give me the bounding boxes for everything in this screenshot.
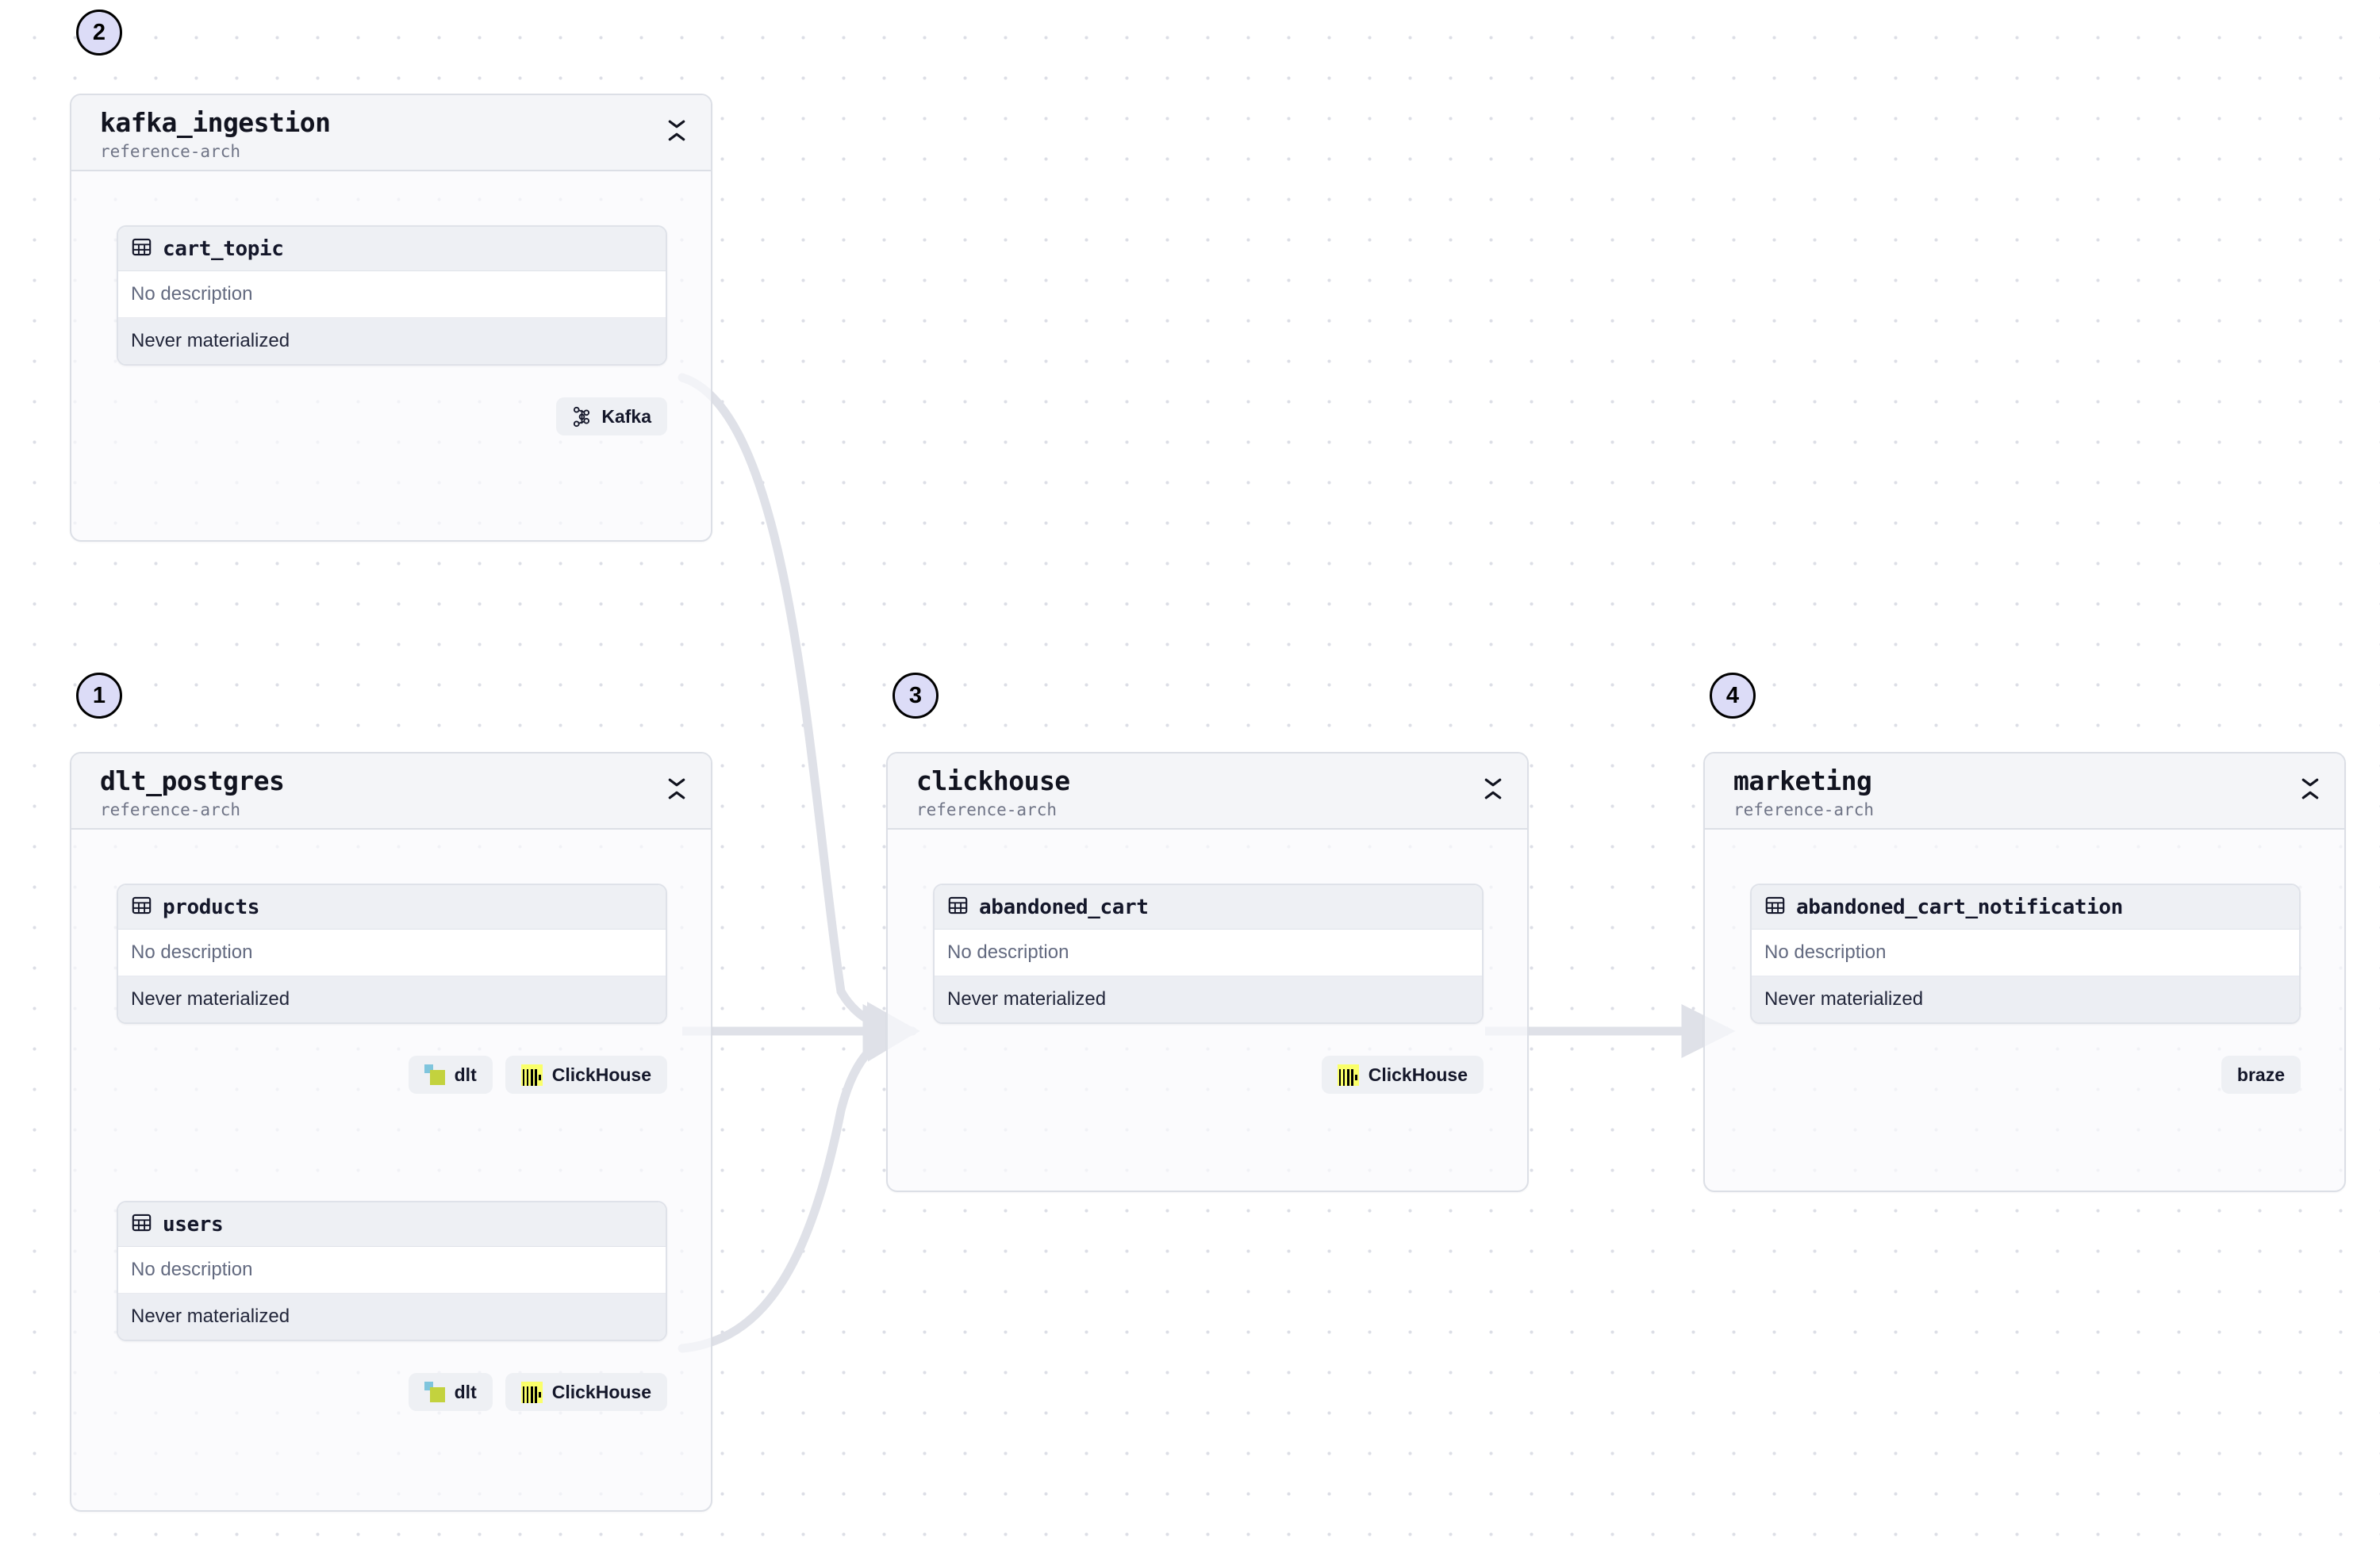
table-icon [947,895,969,920]
group-subtitle: reference-arch [100,141,241,161]
group-title: dlt_postgres [100,765,285,796]
group-header: dlt_postgres reference-arch [71,753,711,830]
tag-label: dlt [454,1064,477,1085]
asset-name: users [163,1212,224,1237]
asset-description: No description [118,271,666,318]
asset-name: products [163,895,260,919]
clickhouse-icon [520,1381,543,1403]
edge-cart_topic-to-abandoned_cart [678,373,920,1056]
tag-clickhouse[interactable]: ClickHouse [505,1056,667,1094]
tag-dlt[interactable]: dlt [408,1056,493,1094]
collapse-vertical-icon[interactable] [663,114,690,146]
asset-description: No description [1752,930,2299,976]
asset-header: abandoned_cart_notification [1752,885,2299,930]
group-title: marketing [1733,765,1872,796]
group-header: marketing reference-arch [1705,753,2344,830]
tag-label: ClickHouse [551,1064,651,1085]
asset-node-products[interactable]: products No description Never materializ… [117,884,667,1024]
group-subtitle: reference-arch [100,800,241,819]
asset-node-users[interactable]: users No description Never materialized [117,1201,667,1341]
asset-status: Never materialized [118,1294,666,1340]
asset-name: abandoned_cart_notification [1796,895,2123,919]
tag-clickhouse[interactable]: ClickHouse [505,1373,667,1411]
table-icon [131,236,152,262]
group-title: clickhouse [916,765,1070,796]
asset-status: Never materialized [118,318,666,364]
group-title: kafka_ingestion [100,107,331,138]
asset-group-marketing[interactable]: marketing reference-arch abandoned_cart [1703,752,2346,1192]
asset-status: Never materialized [118,976,666,1022]
tag-label: dlt [454,1381,477,1402]
asset-tags-users: dlt ClickHouse [117,1373,667,1411]
table-icon [1764,895,1786,920]
step-badge-4: 4 [1710,673,1756,719]
asset-tags-abandoned_cart: ClickHouse [933,1056,1484,1094]
asset-name: cart_topic [163,236,284,261]
clickhouse-icon [1337,1064,1359,1086]
asset-node-cart_topic[interactable]: cart_topic No description Never material… [117,225,667,366]
asset-status: Never materialized [935,976,1482,1022]
asset-group-clickhouse[interactable]: clickhouse reference-arch abandoned_car [886,752,1529,1192]
asset-tags-cart_topic: Kafka [117,397,667,435]
dlt-icon [424,1382,445,1402]
table-icon [131,895,152,920]
tag-dlt[interactable]: dlt [408,1373,493,1411]
tag-clickhouse[interactable]: ClickHouse [1321,1056,1484,1094]
asset-status: Never materialized [1752,976,2299,1022]
asset-description: No description [118,1247,666,1294]
tag-label: ClickHouse [551,1381,651,1402]
step-badge-2: 2 [76,10,122,56]
table-icon [131,1212,152,1237]
tag-label: braze [2236,1064,2285,1085]
asset-header: products [118,885,666,930]
tag-kafka[interactable]: Kafka [556,397,667,435]
asset-group-kafka_ingestion[interactable]: kafka_ingestion reference-arch cart_top [70,94,712,542]
step-badge-1: 1 [76,673,122,719]
group-subtitle: reference-arch [1733,800,1875,819]
asset-header: cart_topic [118,227,666,271]
dlt-icon [424,1064,445,1085]
kafka-icon [572,406,592,428]
tag-braze[interactable]: braze [2221,1056,2301,1094]
asset-header: users [118,1202,666,1247]
asset-description: No description [118,930,666,976]
asset-name: abandoned_cart [979,895,1149,919]
tag-label: ClickHouse [1368,1064,1468,1085]
tag-label: Kafka [601,405,651,427]
collapse-vertical-icon[interactable] [663,773,690,804]
group-header: kafka_ingestion reference-arch [71,95,711,171]
asset-header: abandoned_cart [935,885,1482,930]
asset-node-abandoned_cart[interactable]: abandoned_cart No description Never mate… [933,884,1484,1024]
asset-description: No description [935,930,1482,976]
asset-tags-products: dlt ClickHouse [117,1056,667,1094]
group-header: clickhouse reference-arch [888,753,1527,830]
asset-node-abandoned_cart_notification[interactable]: abandoned_cart_notification No descripti… [1750,884,2301,1024]
asset-tags-abandoned_cart_notification: braze [1750,1056,2301,1094]
asset-group-dlt_postgres[interactable]: dlt_postgres reference-arch prod [70,752,712,1512]
collapse-vertical-icon[interactable] [1480,773,1507,804]
collapse-vertical-icon[interactable] [2297,773,2324,804]
step-badge-3: 3 [892,673,939,719]
group-subtitle: reference-arch [916,800,1058,819]
clickhouse-icon [520,1064,543,1086]
edge-users-to-abandoned_cart [678,1007,920,1353]
